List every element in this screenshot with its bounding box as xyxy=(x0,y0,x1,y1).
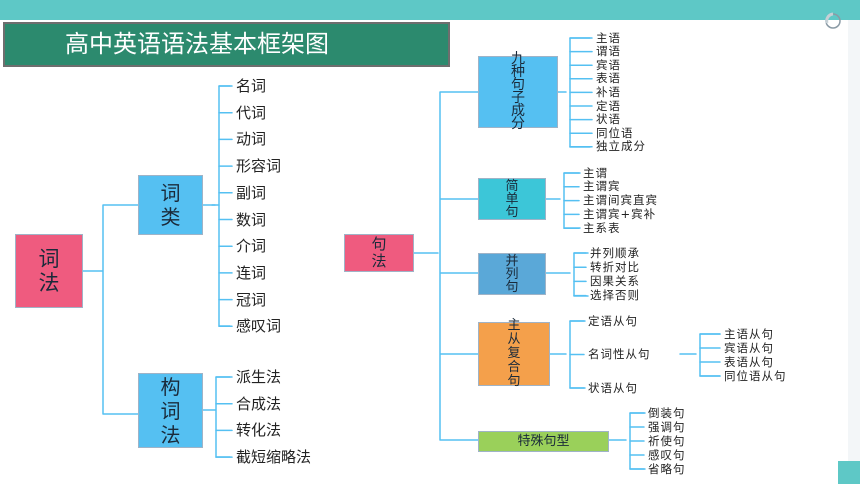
zhucong-item: 名词性从句 xyxy=(588,347,651,361)
zhucong-item: 定语从句 xyxy=(588,313,638,328)
jiandanju-item: 主谓宾+宾补 xyxy=(583,206,657,221)
cilei-item: 代词 xyxy=(236,103,267,122)
gouci-item: 派生法 xyxy=(236,368,282,386)
node-goucifa: 构词法 xyxy=(138,373,203,448)
teshu-item: 强调句 xyxy=(648,419,686,434)
chengfen-item: 宾语 xyxy=(596,57,621,72)
jiandanju-item: 主系表 xyxy=(583,220,621,235)
side-panel-strip xyxy=(838,461,860,484)
cilei-item: 介词 xyxy=(236,237,267,256)
teshu-item: 祈使句 xyxy=(648,433,686,448)
chengfen-item: 同位语 xyxy=(596,125,634,140)
header-bar xyxy=(0,0,860,20)
cilei-item: 副词 xyxy=(236,183,267,202)
teshu-item: 感叹句 xyxy=(648,447,686,462)
node-jufa: 句法 xyxy=(344,234,414,272)
mingci-congju-item: 主语从句 xyxy=(724,326,774,341)
node-jiandanju: 简单句 xyxy=(478,178,546,220)
chengfen-item: 状语 xyxy=(596,112,621,127)
node-cifa: 词法 xyxy=(15,234,83,308)
gouci-item: 截短缩略法 xyxy=(236,448,312,467)
node-cilei: 词类 xyxy=(138,175,203,235)
page-title: 高中英语语法基本框架图 xyxy=(3,22,450,67)
side-panel xyxy=(848,20,860,484)
bingleiju-item: 因果关系 xyxy=(590,273,640,288)
chengfen-item: 表语 xyxy=(596,71,621,86)
bingleiju-item: 选择否则 xyxy=(590,288,640,303)
node-bingleiju: 并列句 xyxy=(478,253,546,295)
node-jiuzhong-juzi-chengfen: 九种句子成分 xyxy=(478,52,558,131)
chengfen-item: 定语 xyxy=(596,98,621,113)
jiandanju-item: 主谓宾 xyxy=(583,179,621,194)
cilei-item: 动词 xyxy=(236,130,267,149)
bingleiju-item: 转折对比 xyxy=(590,259,640,274)
zhucong-item: 状语从句 xyxy=(588,380,638,395)
node-teshu-juxing: 特殊句型 xyxy=(478,431,609,452)
chengfen-item: 补语 xyxy=(596,84,621,99)
cilei-item: 数词 xyxy=(236,210,267,229)
cilei-item: 名词 xyxy=(236,77,267,95)
gouci-item: 合成法 xyxy=(236,394,282,413)
mingci-congju-item: 表语从句 xyxy=(724,354,774,369)
cilei-item: 连词 xyxy=(236,263,267,282)
cilei-item: 冠词 xyxy=(236,290,267,309)
chengfen-item: 主语 xyxy=(596,30,621,45)
bingleiju-item: 并列顺承 xyxy=(590,245,640,260)
search-icon[interactable] xyxy=(822,10,844,32)
mingci-congju-item: 宾语从句 xyxy=(724,340,774,355)
gouci-item: 转化法 xyxy=(236,421,282,440)
chengfen-item: 独立成分 xyxy=(596,139,646,154)
chengfen-item: 谓语 xyxy=(596,44,621,59)
teshu-item: 倒装句 xyxy=(648,405,686,420)
cilei-item: 感叹词 xyxy=(236,317,282,336)
teshu-item: 省略句 xyxy=(648,461,686,476)
mingci-congju-item: 同位语从句 xyxy=(724,368,787,383)
node-zhucong-fuheju: 主从复合句 xyxy=(478,319,550,389)
jiandanju-item: 主谓 xyxy=(583,165,608,180)
cilei-item: 形容词 xyxy=(236,157,282,176)
jiandanju-item: 主谓间宾直宾 xyxy=(583,193,658,208)
